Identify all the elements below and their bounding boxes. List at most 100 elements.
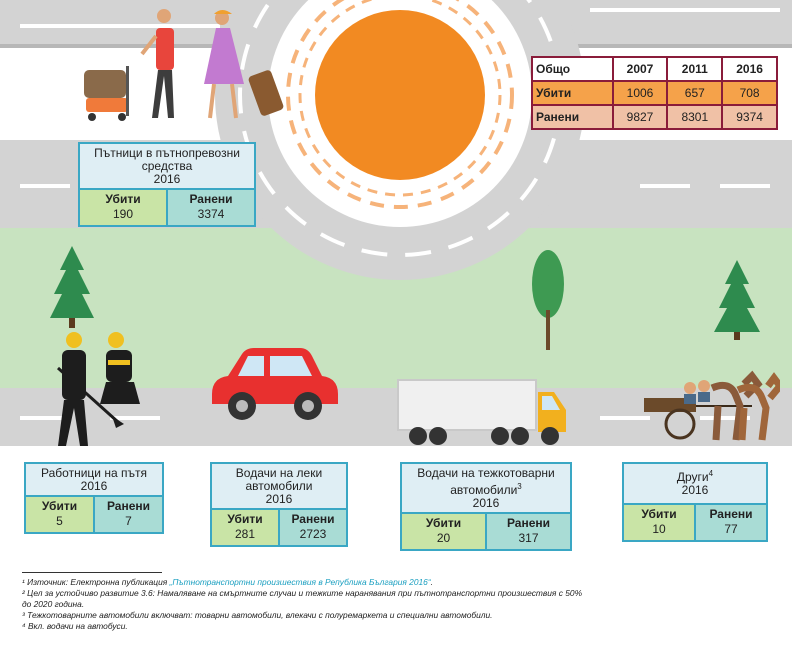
box-title: Работници на пътя [41, 466, 147, 480]
killed-value: 190 [112, 207, 134, 221]
box-header: Пътници в пътнопревозни средства 2016 [80, 144, 254, 188]
footnote-2: ² Цел за устойчиво развитие 3.6: Намаляв… [22, 588, 583, 598]
table-cell: 1006 [611, 80, 669, 106]
bottom-road-marking [600, 416, 650, 420]
box-year: 2016 [80, 479, 108, 493]
box-header: Работници на пътя 2016 [26, 464, 162, 495]
bottom-road-marking [110, 416, 160, 420]
roundabout-inner-ring [286, 0, 514, 209]
footnote-4: ⁴ Вкл. водачи на автобуси. [22, 621, 128, 631]
truck-drivers-box: Водачи на тежкотоварни автомобили3 2016 … [400, 462, 572, 551]
injured-label: Ранени [709, 507, 753, 521]
table-row-killed: Убити 1006 657 708 [531, 80, 778, 106]
injured-value: 77 [724, 522, 738, 536]
box-header: Други4 2016 [624, 464, 766, 503]
killed-label: Убити [641, 507, 677, 521]
road-worker-shovel-icon [56, 332, 124, 446]
man-traveller-icon [140, 9, 174, 118]
truck-icon [397, 379, 566, 445]
passengers-box: Пътници в пътнопревозни средства 2016 Уб… [78, 142, 256, 227]
box-year: 2016 [681, 483, 709, 497]
killed-label: Убити [105, 192, 141, 206]
footnote-1: ¹ Източник: Електронна публикация „Пътно… [22, 577, 702, 588]
injured-value: 317 [518, 531, 539, 545]
table-header-cell: 2007 [611, 56, 669, 82]
table-cell: 9827 [611, 104, 669, 130]
bottom-road-marking [700, 416, 750, 420]
table-cell: 9374 [721, 104, 778, 130]
middle-road-marking [720, 184, 770, 188]
injured-label: Ранени [506, 516, 551, 530]
pine-tree-icon [714, 260, 760, 340]
table-cell: 708 [721, 80, 778, 106]
footnote-marker: 4 [708, 469, 714, 478]
red-car-icon [212, 348, 338, 420]
roundabout-inner-ring [298, 0, 502, 197]
table-header-cell: Общо [531, 56, 614, 82]
woman-traveller-icon [204, 10, 284, 119]
summary-table: Общо 2007 2011 2016 Убити 1006 657 708 Р… [531, 56, 778, 130]
box-header: Водачи на тежкотоварни автомобили3 2016 [402, 464, 570, 512]
middle-road-marking [20, 184, 70, 188]
injured-value: 7 [125, 514, 132, 528]
top-road-marking [590, 8, 780, 12]
box-year: 2016 [153, 172, 181, 186]
road-worker-kneeling-icon [100, 332, 140, 404]
killed-value: 281 [234, 527, 256, 541]
table-cell: 657 [666, 80, 724, 106]
killed-label: Убити [41, 499, 78, 513]
source-link[interactable]: „Пътнотранспортни произшествия в Републи… [169, 577, 431, 587]
round-tree-icon [532, 250, 564, 350]
box-year: 2016 [265, 492, 293, 506]
killed-value: 20 [436, 531, 451, 545]
injured-label: Ранени [291, 512, 335, 526]
table-row-injured: Ранени 9827 8301 9374 [531, 104, 778, 130]
killed-value: 10 [652, 522, 666, 536]
killed-label: Убити [227, 512, 263, 526]
killed-value: 5 [56, 514, 63, 528]
box-title: Други4 [628, 467, 762, 484]
box-year: 2016 [472, 496, 500, 510]
roundabout-graphic [215, 0, 585, 280]
table-header-cell: 2011 [666, 56, 724, 82]
killed-label: Убити [425, 516, 462, 530]
table-row-label: Ранени [531, 104, 614, 130]
box-title: Водачи на тежкотоварни автомобили3 [406, 467, 566, 497]
injured-label: Ранени [189, 192, 233, 206]
table-row-label: Убити [531, 80, 614, 106]
table-cell: 8301 [666, 104, 724, 130]
table-header-cell: 2016 [721, 56, 778, 82]
table-header-row: Общо 2007 2011 2016 [531, 56, 778, 82]
middle-road-marking [640, 184, 690, 188]
horse-cart-icon [644, 370, 780, 441]
injured-label: Ранени [106, 499, 151, 513]
footnotes: ¹ Източник: Електронна публикация „Пътно… [22, 577, 702, 632]
luggage-trolley-icon [84, 66, 129, 121]
box-title: Пътници в пътнопревозни средства [94, 146, 240, 173]
injured-value: 2723 [299, 527, 327, 541]
footnotes-divider [22, 572, 162, 573]
box-header: Водачи на леки автомобили 2016 [212, 464, 346, 508]
bottom-road-marking [20, 416, 70, 420]
pine-tree-icon [50, 246, 94, 328]
injured-value: 3374 [197, 207, 225, 221]
box-title-text: Други [676, 470, 709, 484]
box-title-text: Водачи на тежкотоварни автомобили [417, 466, 555, 497]
